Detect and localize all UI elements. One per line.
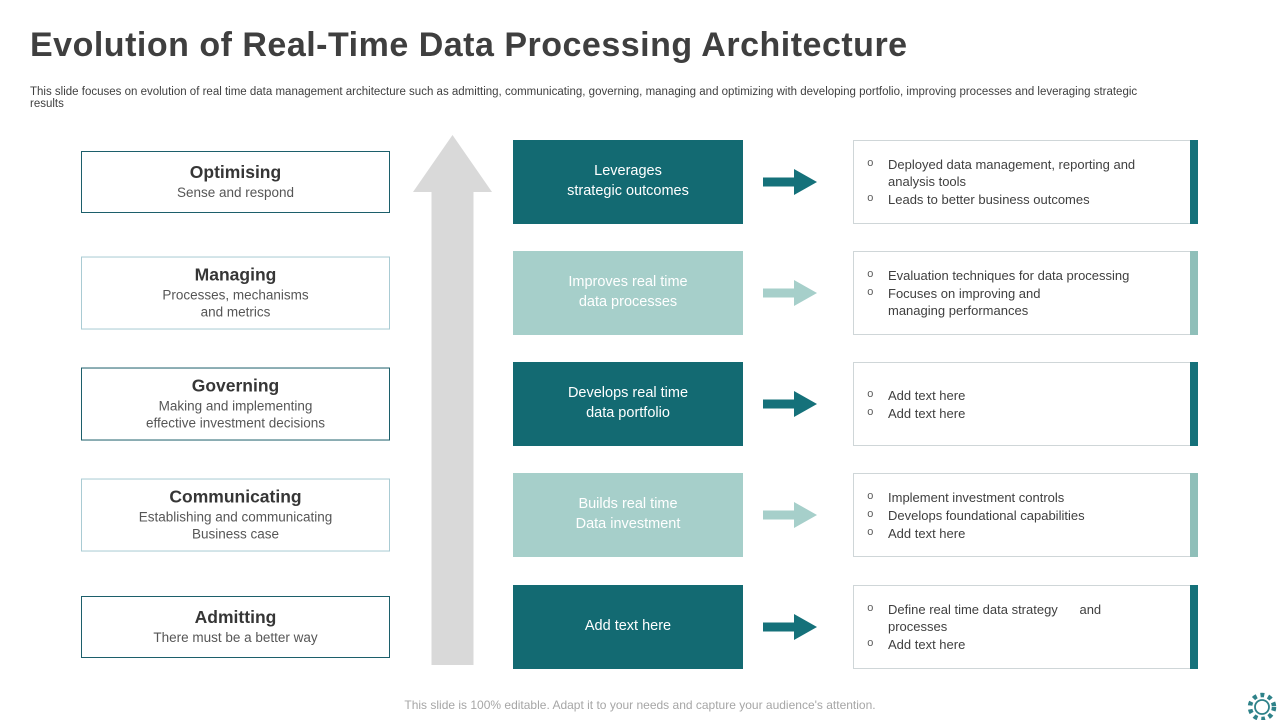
circle-bullet-icon: o bbox=[867, 406, 874, 419]
right-arrow-icon bbox=[763, 612, 817, 642]
stage-desc: There must be a better way bbox=[153, 630, 318, 646]
action-box: Leverages strategic outcomes bbox=[513, 140, 743, 224]
bullet-item: o Evaluation techniques for data process… bbox=[867, 267, 1129, 284]
bullet-text: Add text here bbox=[888, 637, 966, 652]
stage-title: Optimising bbox=[189, 162, 282, 183]
circle-bullet-icon: o bbox=[867, 388, 874, 401]
accent-bar bbox=[1190, 473, 1198, 557]
circle-bullet-icon: o bbox=[867, 603, 874, 615]
stage-title: Communicating bbox=[169, 486, 302, 507]
circle-bullet-icon: o bbox=[867, 269, 874, 281]
outcome-box: o Deployed data management, reporting an… bbox=[853, 140, 1198, 224]
right-arrow-icon bbox=[763, 389, 817, 419]
circle-bullet-icon: o bbox=[867, 287, 874, 299]
action-box: Improves real time data processes bbox=[513, 251, 743, 335]
bullet-text: Focuses on improving and managing perfor… bbox=[888, 286, 1041, 318]
outcome-box: o Define real time data strategy and pro… bbox=[853, 585, 1198, 669]
process-row: Communicating Establishing and communica… bbox=[0, 473, 1280, 557]
up-arrow-icon bbox=[413, 135, 492, 665]
circle-bullet-icon: o bbox=[867, 526, 874, 539]
bullet-item: o Add text here bbox=[867, 405, 965, 422]
bullet-list: o Add text here o Add text here bbox=[854, 386, 981, 423]
circle-bullet-icon: o bbox=[867, 638, 874, 650]
stage-box-optimising: Optimising Sense and respond bbox=[81, 151, 390, 213]
circle-bullet-icon: o bbox=[867, 158, 874, 170]
bullet-text: Leads to better business outcomes bbox=[888, 192, 1090, 207]
accent-bar bbox=[1190, 140, 1198, 224]
stage-title: Managing bbox=[194, 264, 277, 285]
action-box: Builds real time Data investment bbox=[513, 473, 743, 557]
circle-bullet-icon: o bbox=[867, 508, 874, 521]
page-subtitle: This slide focuses on evolution of real … bbox=[30, 86, 1138, 110]
accent-bar bbox=[1190, 362, 1198, 446]
bullet-item: o Define real time data strategy and pro… bbox=[867, 601, 1101, 635]
circle-bullet-icon: o bbox=[867, 193, 874, 205]
bullet-item: o Add text here bbox=[867, 387, 965, 404]
bullet-item: o Focuses on improving and managing perf… bbox=[867, 285, 1129, 319]
right-arrow-icon bbox=[763, 278, 817, 308]
page-title: Evolution of Real-Time Data Processing A… bbox=[30, 26, 908, 64]
gear-icon bbox=[1243, 688, 1280, 720]
process-row: Governing Making and implementing effect… bbox=[0, 362, 1280, 446]
stage-box-admitting: Admitting There must be a better way bbox=[81, 596, 390, 658]
process-row: Admitting There must be a better way Add… bbox=[0, 585, 1280, 669]
outcome-box: o Implement investment controls o Develo… bbox=[853, 473, 1198, 557]
action-text: Add text here bbox=[584, 618, 672, 635]
stage-box-communicating: Communicating Establishing and communica… bbox=[81, 478, 390, 552]
stage-title: Governing bbox=[191, 375, 280, 396]
bullet-text: Define real time data strategy and proce… bbox=[888, 602, 1102, 634]
outcome-box: o Evaluation techniques for data process… bbox=[853, 251, 1198, 335]
bullet-item: o Add text here bbox=[867, 525, 1085, 542]
bullet-text: Implement investment controls bbox=[888, 489, 1065, 505]
process-row: Managing Processes, mechanisms and metri… bbox=[0, 251, 1280, 335]
stage-desc: Processes, mechanisms and metrics bbox=[162, 287, 309, 320]
accent-bar bbox=[1190, 585, 1198, 669]
circle-bullet-icon: o bbox=[867, 490, 874, 503]
stage-title: Admitting bbox=[194, 607, 277, 628]
bullet-list: o Evaluation techniques for data process… bbox=[854, 266, 1145, 320]
bullet-item: o Develops foundational capabilities bbox=[867, 507, 1085, 524]
bullet-list: o Implement investment controls o Develo… bbox=[854, 488, 1101, 543]
action-box: Develops real time data portfolio bbox=[513, 362, 743, 446]
bullet-item: o Implement investment controls bbox=[867, 489, 1085, 506]
bullet-text: Add text here bbox=[888, 405, 966, 421]
process-row: Optimising Sense and respond Leverages s… bbox=[0, 140, 1280, 224]
stage-desc: Establishing and communicating Business … bbox=[138, 509, 333, 542]
stage-box-governing: Governing Making and implementing effect… bbox=[81, 367, 390, 441]
action-text: Develops real time data portfolio bbox=[567, 385, 689, 421]
right-arrow-icon bbox=[763, 500, 817, 530]
editable-note: This slide is 100% editable. Adapt it to… bbox=[404, 698, 876, 712]
outcome-box: o Add text here o Add text here bbox=[853, 362, 1198, 446]
bullet-text: Add text here bbox=[888, 387, 966, 403]
bullet-text: Add text here bbox=[888, 525, 966, 541]
bullet-text: Evaluation techniques for data processin… bbox=[888, 268, 1130, 283]
action-text: Builds real time Data investment bbox=[575, 496, 681, 532]
stage-desc: Sense and respond bbox=[176, 185, 295, 201]
bullet-text: Develops foundational capabilities bbox=[888, 507, 1085, 523]
stage-desc: Making and implementing effective invest… bbox=[145, 398, 326, 431]
action-box: Add text here bbox=[513, 585, 743, 669]
bullet-item: o Leads to better business outcomes bbox=[867, 191, 1135, 208]
action-text: Leverages strategic outcomes bbox=[567, 163, 689, 199]
accent-bar bbox=[1190, 251, 1198, 335]
bullet-list: o Deployed data management, reporting an… bbox=[854, 155, 1151, 209]
right-arrow-icon bbox=[763, 167, 817, 197]
action-text: Improves real time data processes bbox=[568, 274, 688, 310]
bullet-list: o Define real time data strategy and pro… bbox=[854, 600, 1117, 654]
stage-box-managing: Managing Processes, mechanisms and metri… bbox=[81, 256, 390, 330]
bullet-item: o Add text here bbox=[867, 636, 1101, 653]
bullet-item: o Deployed data management, reporting an… bbox=[867, 156, 1135, 190]
bullet-text: Deployed data management, reporting and … bbox=[888, 157, 1136, 189]
